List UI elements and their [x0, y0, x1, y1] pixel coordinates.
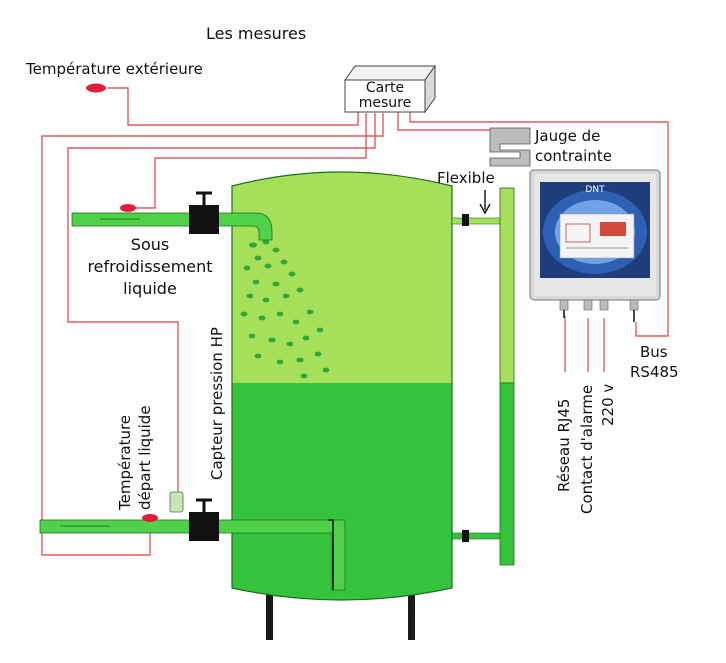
tank-leg-right — [408, 590, 415, 640]
label-contact-alarme: Contact d'alarme — [578, 385, 596, 514]
label-220v: 220 v — [599, 384, 617, 426]
pressure-sensor-hp-icon — [169, 491, 184, 513]
valve-bottom — [189, 498, 219, 541]
temp-sensor-exterieure-icon — [86, 83, 106, 93]
valve-top — [189, 191, 219, 234]
wire-bus-rs485 — [409, 112, 669, 337]
dnt-controller-device: DNT — [529, 169, 661, 322]
label-jauge-line1: Jauge de — [534, 127, 600, 145]
outlet-pipe-bottom — [39, 519, 346, 591]
tank-leg-left — [266, 590, 273, 640]
wire-temp-ext — [107, 87, 359, 126]
wire-sous-refroidissement — [128, 113, 367, 209]
label-temperature-depart-line2: départ liquide — [136, 405, 154, 510]
label-sous-line2: refroidissement — [87, 257, 212, 276]
label-reseau-rj45: Réseau RJ45 — [555, 399, 573, 492]
strain-gauge-icon — [489, 127, 531, 167]
temp-sensor-sous-refroidissement-icon — [120, 204, 136, 212]
label-carte-line2: mesure — [359, 95, 411, 111]
label-capteur-pression-hp: Capteur pression HP — [208, 327, 226, 480]
label-sous-line3: liquide — [123, 279, 177, 298]
wire-jauge — [397, 112, 492, 131]
label-temperature-exterieure: Température extérieure — [25, 60, 203, 78]
tank-outline — [231, 171, 453, 601]
wire-capteur-hp — [67, 113, 376, 498]
level-gauge-tube — [451, 187, 515, 566]
carte-mesure-box — [344, 64, 436, 114]
labels: Les mesures Température extérieure Carte… — [25, 24, 679, 514]
label-carte-line1: Carte — [366, 80, 404, 96]
label-bus-line1: Bus — [640, 343, 668, 361]
temp-sensor-depart-icon — [142, 514, 158, 522]
wiring — [41, 87, 669, 556]
label-jauge-line2: contrainte — [535, 147, 612, 165]
liquid-spray — [240, 239, 330, 379]
label-sous-line1: Sous — [131, 235, 169, 254]
label-bus-line2: RS485 — [630, 363, 679, 381]
wire-temp-depart — [41, 113, 384, 556]
label-flexible: Flexible — [437, 169, 495, 187]
tank-gas-zone — [232, 172, 452, 383]
label-temperature-depart-line1: Température — [116, 415, 134, 511]
diagram-title: Les mesures — [206, 24, 306, 43]
device-brand-label: DNT — [585, 185, 605, 195]
